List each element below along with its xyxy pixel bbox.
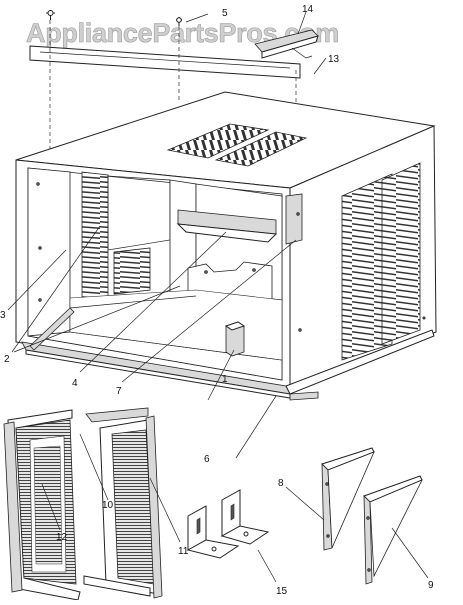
support-bracket-right	[363, 475, 423, 585]
callout-3: 3	[0, 310, 6, 321]
callout-11: 11	[178, 546, 189, 557]
accordion-curtain-right	[83, 407, 163, 599]
callout-5: 5	[222, 8, 228, 19]
callout-12: 12	[56, 532, 68, 543]
callout-10: 10	[102, 500, 114, 511]
callout-4: 4	[72, 378, 78, 389]
callout-8: 8	[278, 478, 284, 489]
callout-14: 14	[302, 4, 314, 15]
callout-6: 6	[204, 454, 210, 465]
callout-7: 7	[116, 386, 122, 397]
watermark-text: AppliancePartsPros.com	[26, 18, 339, 48]
top-bracket	[254, 29, 319, 59]
mounting-bracket-pair	[186, 489, 270, 559]
top-screws	[46, 10, 182, 26]
callout-leaders	[7, 11, 429, 583]
callout-15: 15	[276, 586, 288, 597]
callout-2: 2	[4, 354, 10, 365]
top-cover-plate	[29, 45, 301, 79]
cabinet-body	[15, 91, 437, 401]
callout-9: 9	[428, 580, 434, 591]
callout-labels: 1 2 3 4 5 6 7 8 9 10 11 12 13 14 15	[0, 4, 434, 597]
screw-icon	[47, 10, 54, 16]
callout-1: 1	[222, 374, 228, 385]
accordion-curtain-left	[3, 409, 81, 601]
callout-13: 13	[328, 54, 340, 65]
support-bracket-left	[321, 447, 375, 551]
